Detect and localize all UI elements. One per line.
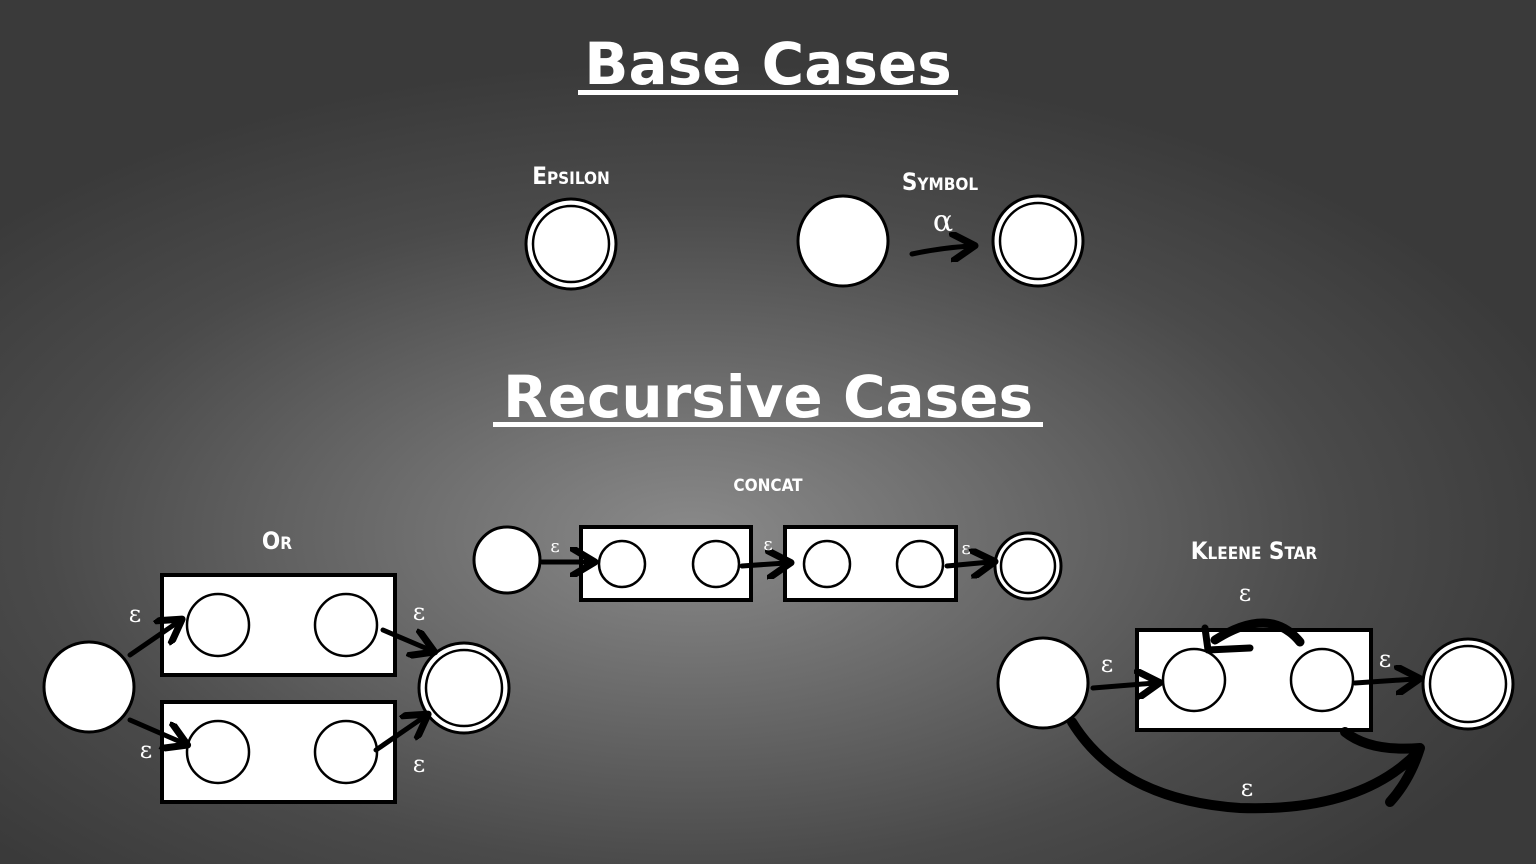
svg-text:ε: ε	[413, 750, 425, 778]
epsilon-case: Epsilon	[524, 162, 618, 291]
start-state	[472, 525, 542, 595]
svg-text:ε: ε	[1101, 650, 1113, 678]
accept-state	[1421, 637, 1515, 731]
svg-text:ε: ε	[140, 736, 152, 764]
svg-text:Base Cases: Base Cases	[584, 30, 951, 98]
kleene-star-label: Kleene Star	[1191, 537, 1318, 565]
base-cases-title: Base Cases	[578, 30, 958, 98]
accept-state	[417, 641, 511, 735]
svg-text:ε: ε	[129, 600, 141, 628]
symbol-case: Symbol α	[796, 168, 1085, 288]
concat-label: concat	[733, 469, 803, 497]
svg-text:ε: ε	[1239, 579, 1251, 607]
svg-text:ε: ε	[1241, 774, 1253, 802]
svg-text:ε: ε	[413, 598, 425, 626]
accept-state	[524, 197, 618, 291]
accept-state	[993, 531, 1063, 601]
start-state	[796, 194, 890, 288]
svg-text:ε: ε	[1379, 645, 1391, 673]
epsilon-label: Epsilon	[532, 162, 610, 190]
or-case: Or ε ε ε ε	[42, 527, 511, 804]
or-label: Or	[262, 527, 292, 555]
symbol-label: Symbol	[902, 168, 979, 196]
svg-text:ε: ε	[763, 534, 772, 555]
accept-state	[991, 194, 1085, 288]
kleene-star-case: Kleene Star ε ε ε ε	[996, 537, 1515, 814]
start-state	[42, 640, 136, 734]
recursive-cases-title: Recursive Cases	[493, 363, 1043, 431]
svg-text:ε: ε	[961, 538, 970, 559]
svg-text:ε: ε	[550, 536, 559, 557]
alpha-symbol: α	[933, 204, 953, 239]
start-state	[996, 636, 1090, 730]
svg-text:Recursive Cases: Recursive Cases	[503, 363, 1033, 431]
concat-case: concat ε ε ε	[472, 469, 1063, 602]
